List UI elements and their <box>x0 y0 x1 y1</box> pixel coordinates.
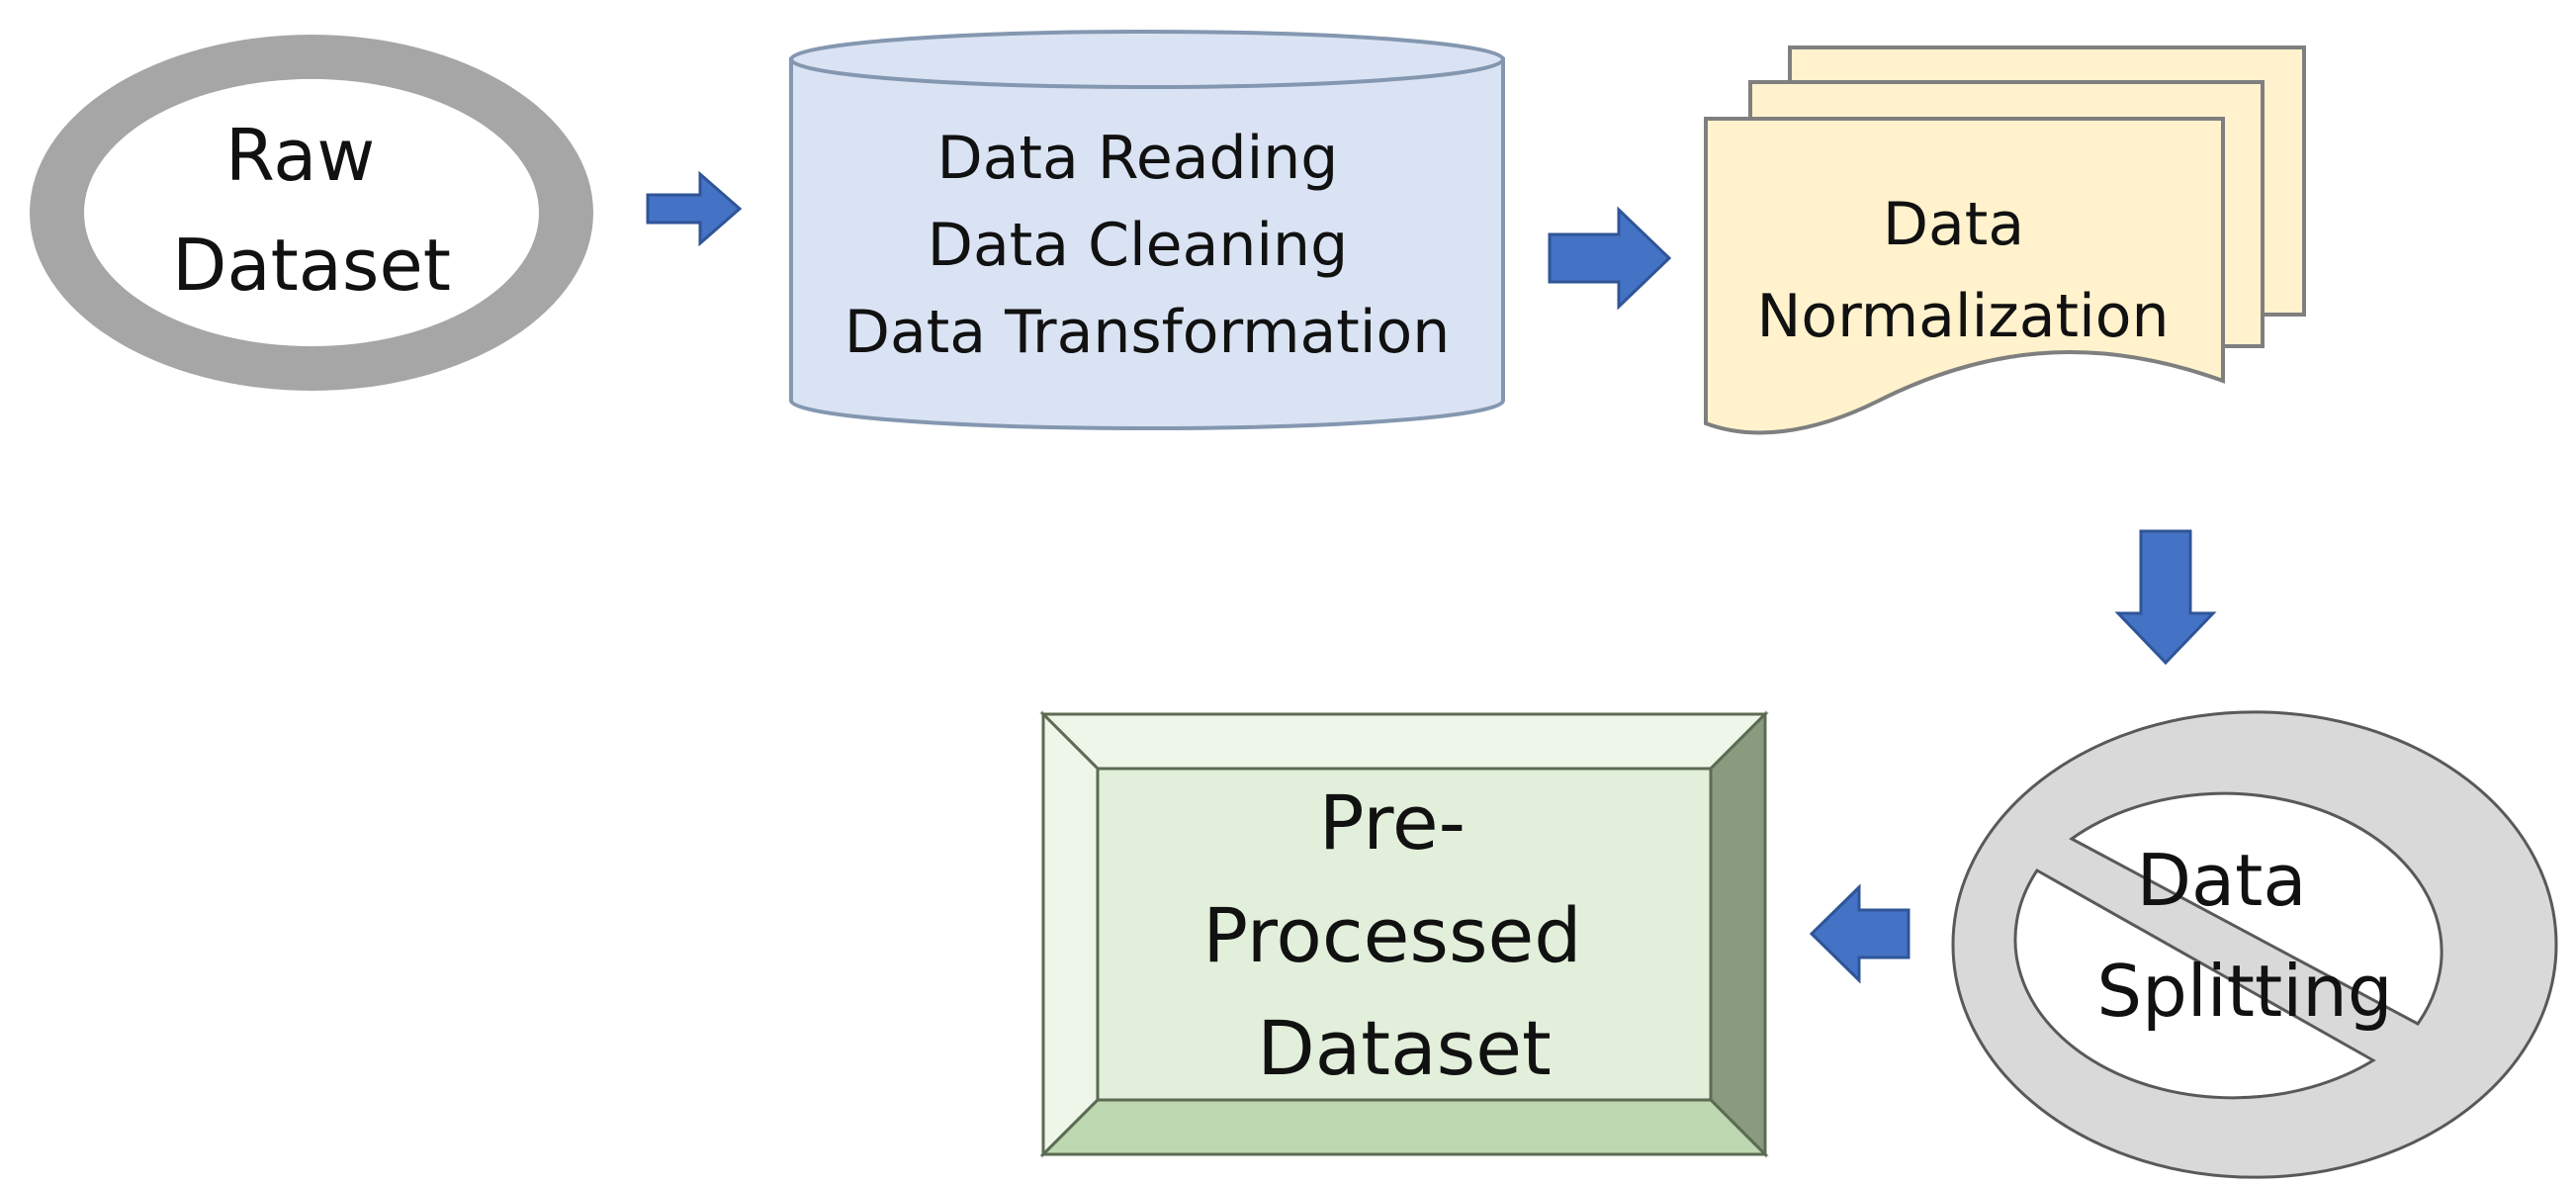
preprocessed-dataset-node: Pre- Processed Dataset <box>1039 710 1769 1158</box>
svg-text:Data Normalization: Data Normalization <box>1757 190 2170 351</box>
data-processing-label-line-3: Data Transformation <box>844 298 1450 367</box>
data-processing-cylinder-top <box>789 30 1505 89</box>
data-normalization-node: Data Normalization <box>1704 46 2306 435</box>
arrow-normalization-to-splitting <box>2114 529 2217 666</box>
data-splitting-label-line-2: Splitting <box>2096 950 2392 1033</box>
arrow-raw-to-processing <box>646 170 743 247</box>
data-processing-node: Data Reading Data Cleaning Data Transfor… <box>789 30 1505 430</box>
preprocessed-bevel-right <box>1709 710 1767 1158</box>
preprocessed-bevel-bottom <box>1039 1098 1769 1156</box>
data-normalization-label-line-1: Data <box>1883 190 2024 259</box>
svg-text:Data Reading Data Cleani: Data Reading Data Cleaning Data Transfor… <box>844 124 1450 367</box>
data-splitting-label-line-1: Data <box>2137 839 2307 922</box>
data-processing-label-line-1: Data Reading <box>937 124 1339 193</box>
data-splitting-node: Data Splitting <box>1951 710 2558 1179</box>
raw-dataset-ring <box>30 35 593 391</box>
preprocessed-face <box>1096 767 1713 1102</box>
preprocessed-label-line-3: Dataset <box>1257 1004 1552 1092</box>
raw-dataset-label-line-2: Dataset <box>172 224 451 307</box>
data-splitting-no-symbol <box>1951 710 2558 1179</box>
data-processing-cylinder-body <box>789 57 1505 430</box>
preprocessed-label-line-2: Processed <box>1202 891 1581 979</box>
data-normalization-label-line-2: Normalization <box>1757 282 2170 351</box>
raw-dataset-node: Raw Dataset <box>30 35 593 391</box>
data-processing-label-line-2: Data Cleaning <box>928 211 1348 280</box>
data-normalization-front-page <box>1704 117 2225 435</box>
preprocessed-bevel-top <box>1039 712 1769 771</box>
svg-text:Pre- Processed Dat: Pre- Processed Dataset <box>1202 778 1605 1092</box>
svg-text:Raw Dataset: Raw Dataset <box>172 114 451 307</box>
arrow-splitting-to-preprocessed <box>1809 883 1910 984</box>
arrow-processing-to-normalization <box>1548 206 1672 311</box>
preprocessed-bevel-left <box>1041 710 1100 1158</box>
svg-text:Data Splitting: Data Splitting <box>2096 839 2392 1033</box>
preprocessed-label-line-1: Pre- <box>1319 778 1466 867</box>
raw-dataset-label-line-1: Raw <box>225 114 375 197</box>
